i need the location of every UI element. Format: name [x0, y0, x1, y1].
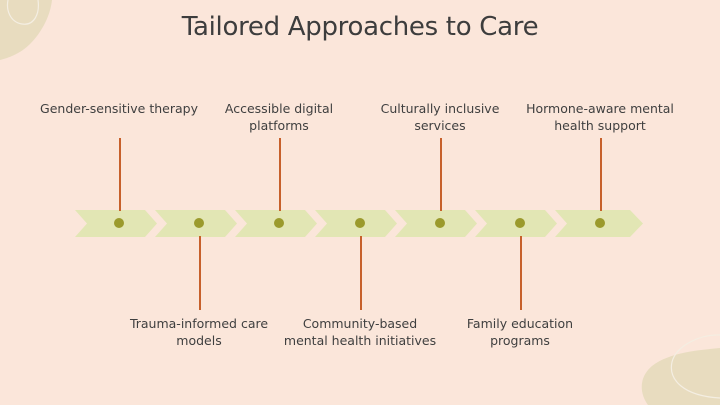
timeline-dot-4	[355, 218, 365, 228]
timeline-label-hormone-aware-mental-health-support: Hormone-aware mental health support	[526, 101, 674, 133]
timeline-stem-1	[119, 138, 121, 211]
timeline-stem-7	[600, 138, 602, 211]
bottom-right-blob	[641, 348, 720, 405]
top-left-blob-outline	[6, 0, 39, 25]
timeline-stem-2	[199, 236, 201, 310]
timeline-dot-5	[435, 218, 445, 228]
timeline-stem-3	[279, 138, 281, 211]
bottom-right-blob-outline	[670, 334, 720, 399]
timeline-dot-6	[515, 218, 525, 228]
timeline-dot-3	[274, 218, 284, 228]
timeline-stem-6	[520, 236, 522, 310]
timeline-label-family-education-programs: Family education programs	[466, 316, 574, 348]
timeline-stem-4	[360, 236, 362, 310]
timeline-label-gender-sensitive-therapy: Gender-sensitive therapy	[40, 101, 198, 116]
timeline-label-community-based-mental-health-initiatives: Community-based mental health initiative…	[283, 316, 437, 348]
timeline-dot-1	[114, 218, 124, 228]
page-title: Tailored Approaches to Care	[181, 12, 539, 42]
timeline-dot-7	[595, 218, 605, 228]
timeline-stem-5	[440, 138, 442, 211]
top-left-blob	[0, 0, 52, 60]
timeline-label-culturally-inclusive-services: Culturally inclusive services	[380, 101, 500, 133]
timeline-label-trauma-informed-care-models: Trauma-informed care models	[129, 316, 269, 348]
timeline-dot-2	[194, 218, 204, 228]
timeline-label-accessible-digital-platforms: Accessible digital platforms	[224, 101, 334, 133]
